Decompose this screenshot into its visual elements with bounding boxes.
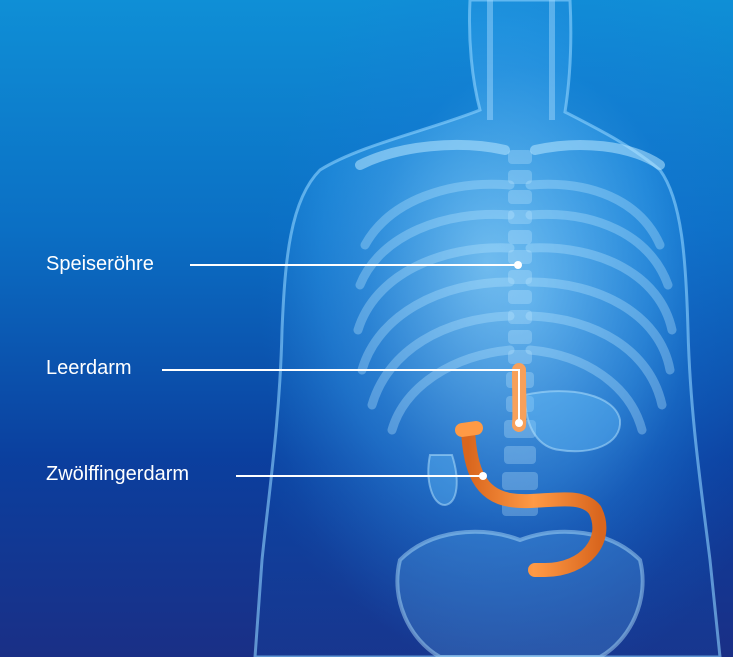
label-leerdarm: Leerdarm [46, 356, 132, 380]
label-zwoelffingerdarm: Zwölffingerdarm [46, 462, 189, 486]
leader-dot-leerdarm [515, 419, 523, 427]
leader-dot-zwoelffingerdarm [479, 472, 487, 480]
leader-dot-speiseroehre [514, 261, 522, 269]
label-speiseroehre: Speiseröhre [46, 252, 154, 276]
